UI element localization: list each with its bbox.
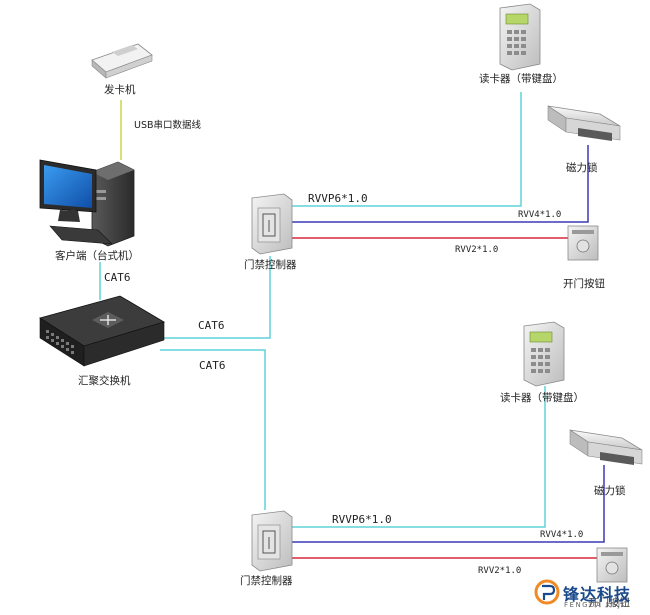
card-issuer-label: 发卡机 [104, 84, 136, 96]
logo-name: 锋达科技 [563, 585, 632, 604]
switch-icon [39, 295, 165, 367]
reader-2-label: 读卡器（带键盘） [500, 392, 584, 404]
desktop-pc-icon [39, 159, 135, 247]
maglock-1-label: 磁力锁 [566, 162, 598, 174]
logo-mark-icon [534, 579, 560, 605]
rvv4-ctrl1-lock-line [290, 145, 589, 223]
rvvp6-ctrl1-label: RVVP6*1.0 [308, 192, 368, 205]
exit-button-2-icon [596, 547, 628, 583]
controller-1-icon [251, 193, 293, 255]
cat6-ctrl1-label: CAT6 [198, 319, 225, 332]
rvv2-ctrl2-label: RVV2*1.0 [478, 566, 522, 576]
card-reader-2-icon [523, 321, 565, 387]
rvv4-ctrl2-lock-line [290, 465, 605, 543]
card-reader-1-icon [499, 3, 541, 71]
cat6-ctrl2-label: CAT6 [199, 359, 226, 372]
cat6-pc-label: CAT6 [104, 271, 131, 284]
rvvp6-ctrl1-reader-line [290, 92, 522, 207]
rvv4-ctrl2-label: RVV4*1.0 [540, 530, 584, 540]
usb-cable-label: USB串口数据线 [134, 120, 202, 131]
controller-2-icon [251, 510, 293, 572]
exit-button-1-label: 开门按钮 [563, 278, 605, 290]
cat6-switch-ctrl1-line [160, 256, 271, 339]
rvvp6-ctrl2-label: RVVP6*1.0 [332, 513, 392, 526]
switch-label: 汇聚交换机 [78, 375, 131, 387]
cat6-switch-ctrl2-line [160, 349, 266, 510]
exit-button-1-icon [567, 225, 599, 261]
card-issuer-icon [91, 43, 153, 79]
cable-lines [99, 92, 605, 559]
maglock-2-label: 磁力锁 [594, 485, 626, 497]
rvv2-ctrl1-label: RVV2*1.0 [455, 245, 499, 255]
client-pc-label: 客户端（台式机） [55, 250, 139, 262]
controller-1-label: 门禁控制器 [244, 259, 297, 271]
exit-button-2-label: 开门按钮 [588, 597, 630, 609]
rvv4-ctrl1-label: RVV4*1.0 [518, 210, 562, 220]
logo-sub: FENGDA KEJI [564, 601, 626, 609]
reader-1-label: 读卡器（带键盘） [479, 73, 563, 85]
controller-2-label: 门禁控制器 [240, 575, 293, 587]
magnetic-lock-2-icon [569, 429, 643, 465]
rvvp6-ctrl2-reader-line [290, 386, 546, 528]
magnetic-lock-1-icon [547, 105, 621, 141]
